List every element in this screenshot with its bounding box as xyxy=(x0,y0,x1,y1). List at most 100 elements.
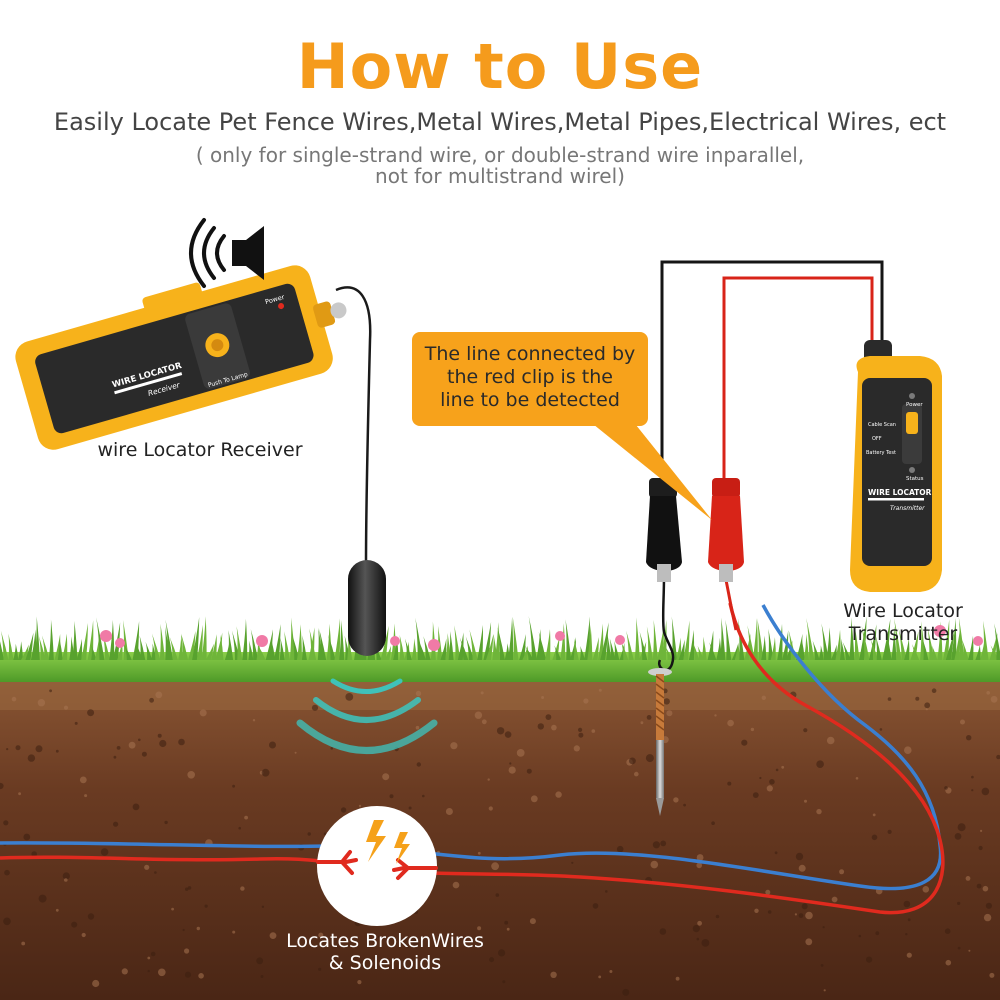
soil-speck xyxy=(307,832,311,836)
switch-label-battery-test: Battery Test xyxy=(866,450,896,456)
grass-blade xyxy=(886,629,892,660)
soil-speck xyxy=(971,789,974,792)
transmitter-power-led xyxy=(909,393,915,399)
soil-speck xyxy=(113,821,119,827)
soil-speck xyxy=(701,939,710,947)
soil-speck xyxy=(727,781,732,786)
grass-blade xyxy=(683,620,690,660)
soil-speck xyxy=(23,833,31,841)
soil-speck xyxy=(498,949,506,957)
soil-speck xyxy=(754,908,759,913)
broken-wires-label-line-2: & Solenoids xyxy=(328,952,442,974)
grass-blade xyxy=(646,626,654,660)
black-lead xyxy=(660,260,884,480)
grass-blade xyxy=(13,643,19,660)
grass-blade xyxy=(72,620,78,660)
grass-blade xyxy=(380,625,389,660)
soil-speck xyxy=(781,765,785,769)
soil-speck xyxy=(35,745,43,753)
soil-speck xyxy=(915,696,920,701)
soil-speck xyxy=(113,755,117,759)
grass-blade xyxy=(159,623,165,660)
soil-speck xyxy=(798,913,804,918)
grass-blade xyxy=(652,619,658,660)
soil-speck xyxy=(422,794,425,798)
grass-blade xyxy=(782,630,789,660)
soil-speck xyxy=(138,738,141,742)
soil-speck xyxy=(55,908,59,912)
soil-speck xyxy=(629,757,636,765)
soil-speck xyxy=(578,727,583,733)
grass-blade xyxy=(943,619,950,660)
soil-speck xyxy=(957,901,961,906)
grass-blade xyxy=(96,617,105,660)
grass-blade xyxy=(42,635,50,660)
grass-blade xyxy=(248,640,254,660)
grass-blade xyxy=(904,638,910,660)
grass-blade xyxy=(891,626,897,660)
grass-blade xyxy=(761,635,767,660)
receiver-power-led xyxy=(278,303,285,310)
soil-speck xyxy=(978,845,983,851)
soil-speck xyxy=(269,932,277,939)
soil-speck xyxy=(132,803,140,811)
grass-blade xyxy=(339,620,345,660)
soil-speck xyxy=(820,964,824,967)
soil-speck xyxy=(345,693,354,701)
soil-speck xyxy=(27,754,36,762)
soil-speck xyxy=(775,768,779,772)
soil-speck xyxy=(795,852,804,861)
red-wire-buried xyxy=(0,602,945,915)
grass-blade xyxy=(334,618,341,660)
soil-speck xyxy=(311,704,319,711)
soil-speck xyxy=(79,776,87,784)
soil-speck xyxy=(907,918,911,922)
soil-speck xyxy=(711,821,715,825)
grass-blade xyxy=(826,627,832,660)
grass-blade xyxy=(494,622,500,660)
grass-blade xyxy=(328,634,336,660)
soil-speck xyxy=(803,728,808,733)
callout-line-2: the red clip is the xyxy=(447,366,613,388)
red-alligator-clip xyxy=(708,478,744,582)
soil-speck xyxy=(377,935,380,939)
soil-speck xyxy=(591,729,596,733)
grass-blade xyxy=(205,643,214,660)
grass-blade xyxy=(411,638,417,660)
soil-speck xyxy=(63,705,69,710)
soil-speck xyxy=(252,719,256,722)
grass-blade xyxy=(968,635,974,660)
grass-blade xyxy=(894,617,902,660)
soil-speck xyxy=(4,869,10,876)
soil-speck xyxy=(318,967,322,971)
soil-speck xyxy=(985,902,993,909)
grass-blade xyxy=(565,619,572,660)
grass-blade xyxy=(459,637,469,660)
red-lead xyxy=(722,276,874,480)
soil-speck xyxy=(477,851,481,855)
grass-blade xyxy=(665,645,673,660)
soil-speck xyxy=(759,776,762,780)
soil-speck xyxy=(822,926,825,929)
soil-speck xyxy=(598,688,602,692)
soil-speck xyxy=(675,976,680,981)
soil-speck xyxy=(640,721,644,725)
grass-blade xyxy=(720,617,726,660)
soil-speck xyxy=(147,956,151,960)
transmitter-status-label: Status xyxy=(906,476,924,482)
soil-speck xyxy=(3,820,9,826)
grass-blade xyxy=(835,629,841,660)
soil-speck xyxy=(650,860,659,869)
soil-speck xyxy=(550,971,557,978)
grass-blade xyxy=(544,629,551,660)
signal-waves xyxy=(296,678,438,754)
soil-speck xyxy=(509,762,512,765)
soil-speck xyxy=(696,937,700,941)
soil-speck xyxy=(981,787,990,796)
usage-note-line-2: not for multistrand wirel) xyxy=(375,164,625,188)
grass-blade xyxy=(606,632,612,660)
soil-speck xyxy=(198,973,204,979)
soil-speck xyxy=(831,896,838,903)
grass-blade xyxy=(139,635,146,660)
soil-speck xyxy=(159,739,167,748)
